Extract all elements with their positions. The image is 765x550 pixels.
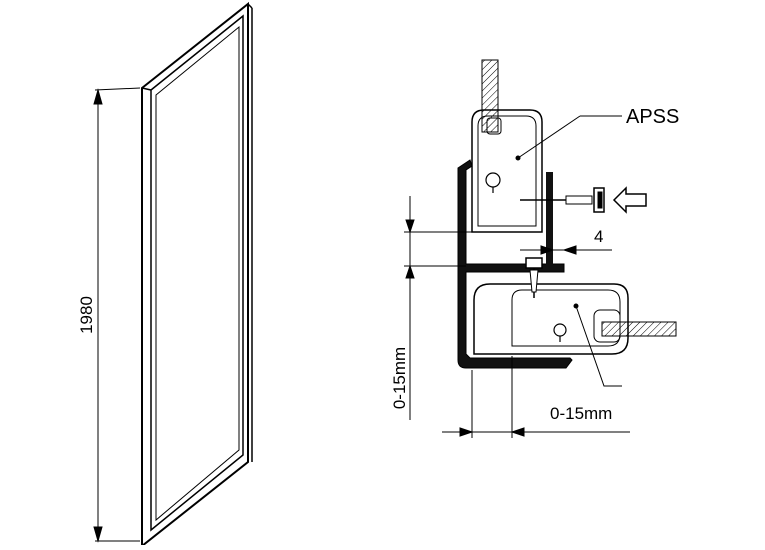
wall-section-top: [481, 59, 499, 133]
height-dimension: [93, 87, 141, 543]
lower-leader: [575, 305, 622, 387]
vertical-adjust-label: 0-15mm: [390, 347, 409, 409]
screw-offset-dimension: [520, 245, 612, 255]
apss-label: APSS: [626, 106, 679, 128]
vertical-adjust-dimension: [404, 196, 472, 420]
screw-horizontal: [520, 187, 605, 213]
screw-offset-label: 4: [594, 227, 603, 246]
apss-upper-profile: [471, 109, 543, 233]
insert-arrow-icon: [612, 186, 647, 214]
screw-vertical: [525, 257, 543, 298]
apss-leader: [517, 115, 622, 159]
horizontal-adjust-label: 0-15mm: [550, 404, 612, 423]
apss-lower-profile: [473, 283, 629, 355]
shower-panel: [141, 1, 253, 549]
wall-channel-profile: [457, 159, 573, 369]
panel-height-label: 1980: [77, 296, 96, 334]
wall-section-right: [601, 321, 677, 337]
horizontal-adjust-dimension: [442, 356, 630, 438]
